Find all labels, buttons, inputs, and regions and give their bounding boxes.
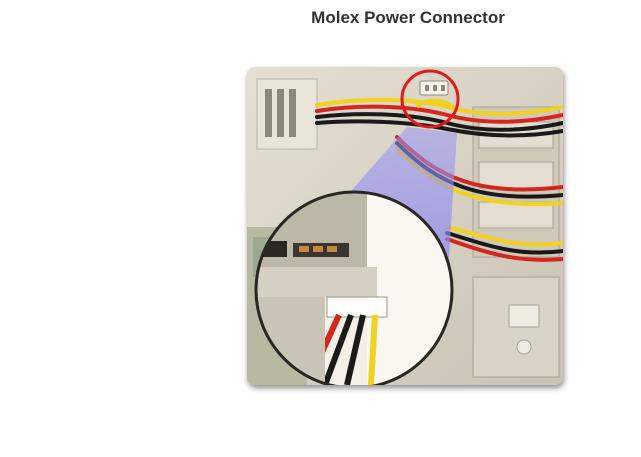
molex-connector-small xyxy=(415,80,459,113)
molex-connector-illustration xyxy=(247,67,563,385)
magnifier-lens xyxy=(254,190,454,385)
highlight-ring xyxy=(400,69,460,129)
page-title: Molex Power Connector xyxy=(311,8,505,27)
case-vent-panel xyxy=(256,78,318,150)
